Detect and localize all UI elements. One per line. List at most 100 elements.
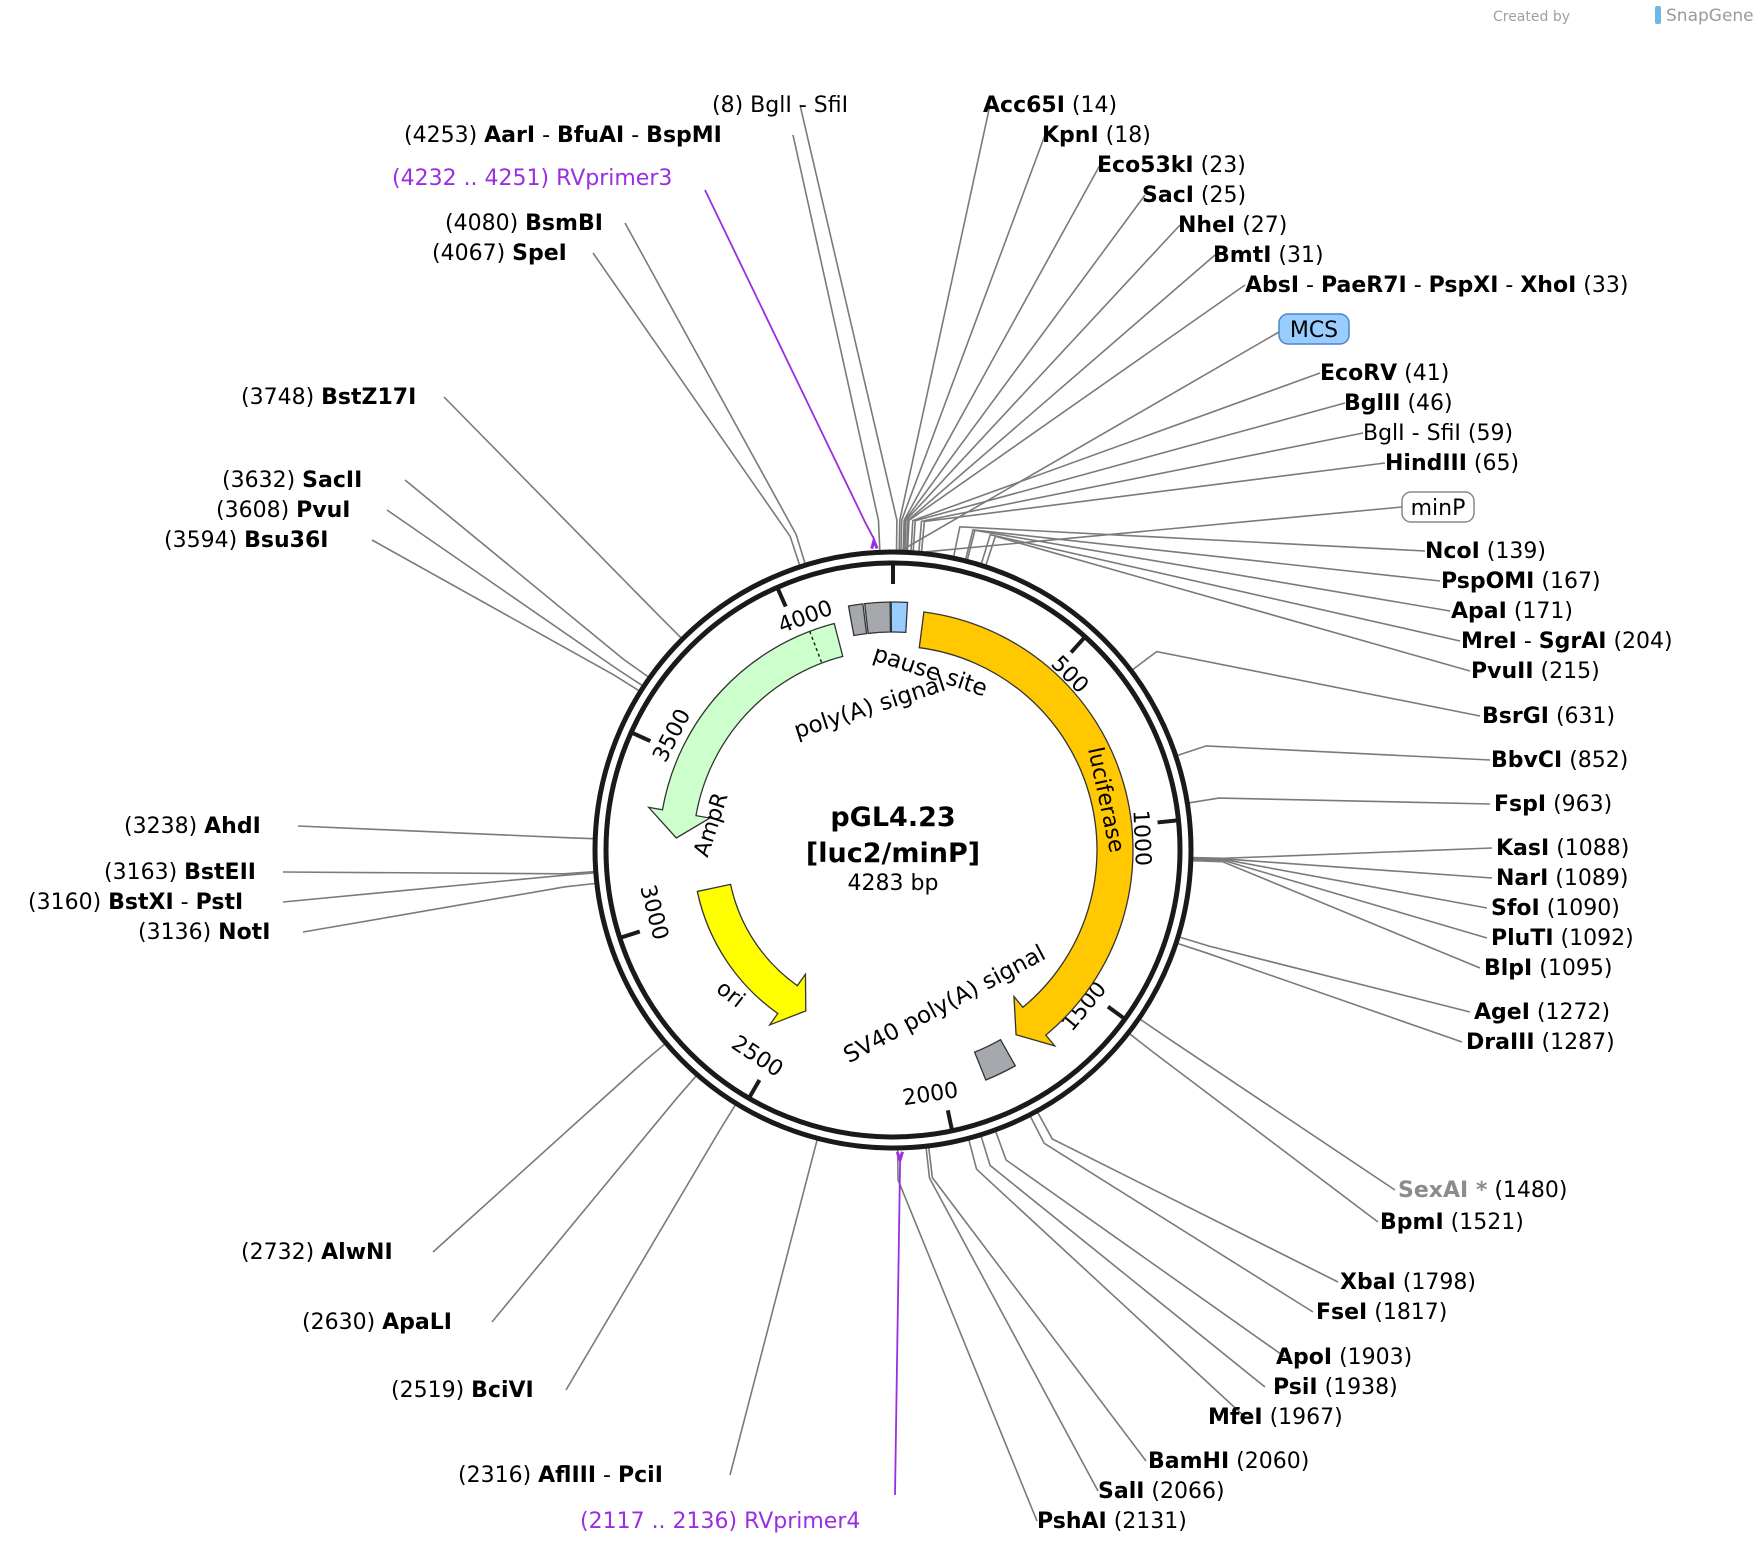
feature-label-polya: poly(A) signal xyxy=(791,671,949,744)
site-enzyme-name: BfuAI xyxy=(557,123,624,148)
leader-eco53ki-23 xyxy=(902,164,1101,551)
site-label-bsteii-3163: (3163) BstEII xyxy=(104,860,256,885)
site-position: (204) xyxy=(1613,629,1672,654)
leader-afliii-2316 xyxy=(729,1140,818,1476)
site-label-sfoi-1090: SfoI (1090) xyxy=(1491,896,1620,921)
site-enzyme-name: PsiI xyxy=(1273,1375,1318,1400)
site-label-sali-2066: SalI (2066) xyxy=(1098,1479,1225,1504)
site-position: (3608) xyxy=(216,498,289,523)
leader-kasi-1088 xyxy=(1192,847,1493,860)
leader-noti-3136 xyxy=(302,882,595,933)
feature-polya xyxy=(847,603,868,637)
site-enzyme-name: SfoI xyxy=(1491,896,1540,921)
site-label-kasi-1088: KasI (1088) xyxy=(1496,836,1629,861)
minp-tag: minP xyxy=(1401,491,1475,523)
site-position: (4080) xyxy=(445,211,518,236)
site-label-absi-33: AbsI - PaeR7I - PspXI - XhoI (33) xyxy=(1245,273,1628,298)
backbone-inner-ring xyxy=(603,560,1183,1140)
site-enzyme-name: PvuI xyxy=(296,498,350,523)
site-enzyme-name: KasI xyxy=(1496,836,1549,861)
site-enzyme-name: BglII xyxy=(1344,391,1400,416)
site-enzyme-name: HindIII xyxy=(1385,451,1467,476)
leader-bglii-46 xyxy=(912,402,1346,551)
site-enzyme-name: NcoI xyxy=(1425,539,1480,564)
site-position: (215) xyxy=(1541,659,1600,684)
site-label-pspomi-167: PspOMI (167) xyxy=(1441,569,1601,594)
site-label-bglii-46: BglII (46) xyxy=(1344,391,1453,416)
site-separator: - xyxy=(624,123,646,148)
site-enzyme-name: FseI xyxy=(1316,1300,1367,1325)
site-enzyme-name: NotI xyxy=(218,920,270,945)
site-position: (2316) xyxy=(458,1463,531,1488)
leader-minp xyxy=(925,506,1403,553)
site-position: (4067) xyxy=(432,241,505,266)
site-enzyme-name: BstZ17I xyxy=(321,385,416,410)
site-enzyme-name: AlwNI xyxy=(321,1240,393,1265)
leader-mfei-1967 xyxy=(968,1140,1246,1418)
leader-rvprimer4 xyxy=(894,1161,901,1496)
leader-ahdi-3238 xyxy=(297,825,594,840)
site-position: (2066) xyxy=(1151,1479,1224,1504)
leader-bgli-59 xyxy=(918,432,1364,552)
site-position: (3160) xyxy=(28,890,101,915)
site-label-bsmbi-4080: (4080) BsmBI xyxy=(445,211,603,236)
leader-bsmbi-4080 xyxy=(624,222,806,564)
site-position: (1480) xyxy=(1494,1178,1567,1203)
tick-label-2000: 2000 xyxy=(901,1078,960,1111)
site-enzyme-name: SgrAI xyxy=(1539,629,1607,654)
leader-pshai-2131 xyxy=(896,1149,1038,1522)
leader-mrei-204 xyxy=(980,533,1461,642)
primer-name: RVprimer4 xyxy=(744,1509,860,1534)
site-position: (3136) xyxy=(138,920,211,945)
site-label-bstxi-3160: (3160) BstXI - PstI xyxy=(28,890,243,915)
leader-psii-1938 xyxy=(980,1136,1266,1388)
site-label-spei-4067: (4067) SpeI xyxy=(432,241,567,266)
site-separator: - xyxy=(792,93,814,118)
site-leader-lines xyxy=(282,104,1493,1522)
site-label-acc65i-14: Acc65I (14) xyxy=(983,93,1117,118)
backbone-outer-ring xyxy=(592,549,1194,1151)
site-position: (1272) xyxy=(1537,1000,1610,1025)
site-position: (59) xyxy=(1468,421,1513,446)
site-enzyme-name: XhoI xyxy=(1520,273,1576,298)
site-label-pvuii-215: PvuII (215) xyxy=(1471,659,1600,684)
leader-apai-171 xyxy=(966,529,1451,612)
site-label-xbai-1798: XbaI (1798) xyxy=(1340,1270,1476,1295)
site-enzyme-name: PspOMI xyxy=(1441,569,1534,594)
site-position: (1095) xyxy=(1539,956,1612,981)
site-enzyme-name: BlpI xyxy=(1484,956,1532,981)
site-enzyme-name: BpmI xyxy=(1380,1210,1444,1235)
tick-mark-1000 xyxy=(1157,818,1178,825)
site-position: (2732) xyxy=(241,1240,314,1265)
site-enzyme-name: PvuII xyxy=(1471,659,1534,684)
site-position: (1088) xyxy=(1556,836,1629,861)
tick-mark-2500 xyxy=(747,1079,762,1099)
site-label-bstz17i-3748: (3748) BstZ17I xyxy=(241,385,416,410)
primer-mark-rvprimer4 xyxy=(895,1151,904,1165)
feature-mcs xyxy=(890,601,909,634)
credit-prefix: Created by xyxy=(1493,9,1570,25)
site-label-fsei-1817: FseI (1817) xyxy=(1316,1300,1447,1325)
site-separator: - xyxy=(596,1463,618,1488)
site-position: (2519) xyxy=(391,1378,464,1403)
map-title: pGL4.23 [luc2/minP] 4283 bp xyxy=(806,802,980,896)
site-enzyme-name: SacI xyxy=(1142,183,1194,208)
site-label-saci-25: SacI (25) xyxy=(1142,183,1246,208)
site-position: (18) xyxy=(1106,123,1151,148)
site-separator: - xyxy=(1405,421,1427,446)
site-label-bcivi-2519: (2519) BciVI xyxy=(391,1378,534,1403)
credit-brand: SnapGene xyxy=(1666,6,1754,26)
site-enzyme-name: MreI xyxy=(1461,629,1517,654)
site-enzyme-name: AflIII xyxy=(538,1463,596,1488)
site-label-kpni-18: KpnI (18) xyxy=(1042,123,1151,148)
site-label-ahdi-3238: (3238) AhdI xyxy=(124,814,261,839)
site-enzyme-name: Eco53kI xyxy=(1097,153,1194,178)
site-position: (171) xyxy=(1514,599,1573,624)
site-position: (14) xyxy=(1072,93,1117,118)
site-label-noti-3136: (3136) NotI xyxy=(138,920,270,945)
leader-bbvci-852 xyxy=(1177,745,1491,761)
site-position: (1521) xyxy=(1451,1210,1524,1235)
site-label-apai-171: ApaI (171) xyxy=(1451,599,1573,624)
leader-kpni-18 xyxy=(900,134,1046,551)
site-enzyme-name: AhdI xyxy=(204,814,261,839)
